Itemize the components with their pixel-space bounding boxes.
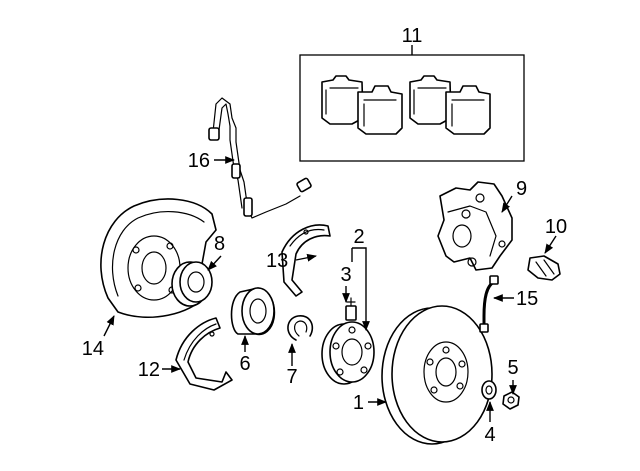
caliper-clip: [527, 255, 561, 281]
callout-7: 7: [286, 366, 297, 388]
callout-8: 8: [214, 233, 225, 255]
callout-13: 13: [266, 250, 288, 272]
leader-lines: [103, 45, 557, 422]
callout-5: 5: [507, 357, 518, 379]
lug-nut: [481, 380, 497, 400]
brake-pad-set: [299, 54, 525, 162]
callout-11: 11: [402, 25, 423, 47]
wheel-bearing-6: [230, 287, 276, 336]
hub-nut: [502, 391, 520, 410]
brake-caliper: [437, 181, 513, 271]
wheel-hub: [321, 321, 375, 385]
callout-1: 1: [353, 392, 364, 414]
brake-rotor: [381, 305, 493, 445]
callout-10: 10: [545, 216, 567, 238]
callout-4: 4: [484, 424, 495, 446]
callout-14: 14: [82, 338, 104, 360]
hub-bolt: [345, 297, 357, 321]
callout-15: 15: [516, 288, 538, 310]
callout-9: 9: [516, 178, 527, 200]
abs-wheel-speed-sensor: [208, 97, 312, 219]
callout-2: 2: [353, 226, 364, 248]
axle-bearing-8: [171, 261, 213, 307]
brake-hose: [479, 275, 499, 333]
parking-brake-shoe-upper: [281, 224, 331, 297]
callout-labels: 11 16 9 10 8 2 13 3 15 14 6 12 7 5 1 4: [82, 25, 567, 446]
parking-brake-shoe-lower: [175, 317, 233, 391]
callout-3: 3: [340, 264, 351, 286]
callout-6: 6: [239, 353, 250, 375]
callout-12: 12: [138, 359, 160, 381]
callout-16: 16: [188, 150, 210, 172]
snap-ring: [287, 315, 314, 341]
